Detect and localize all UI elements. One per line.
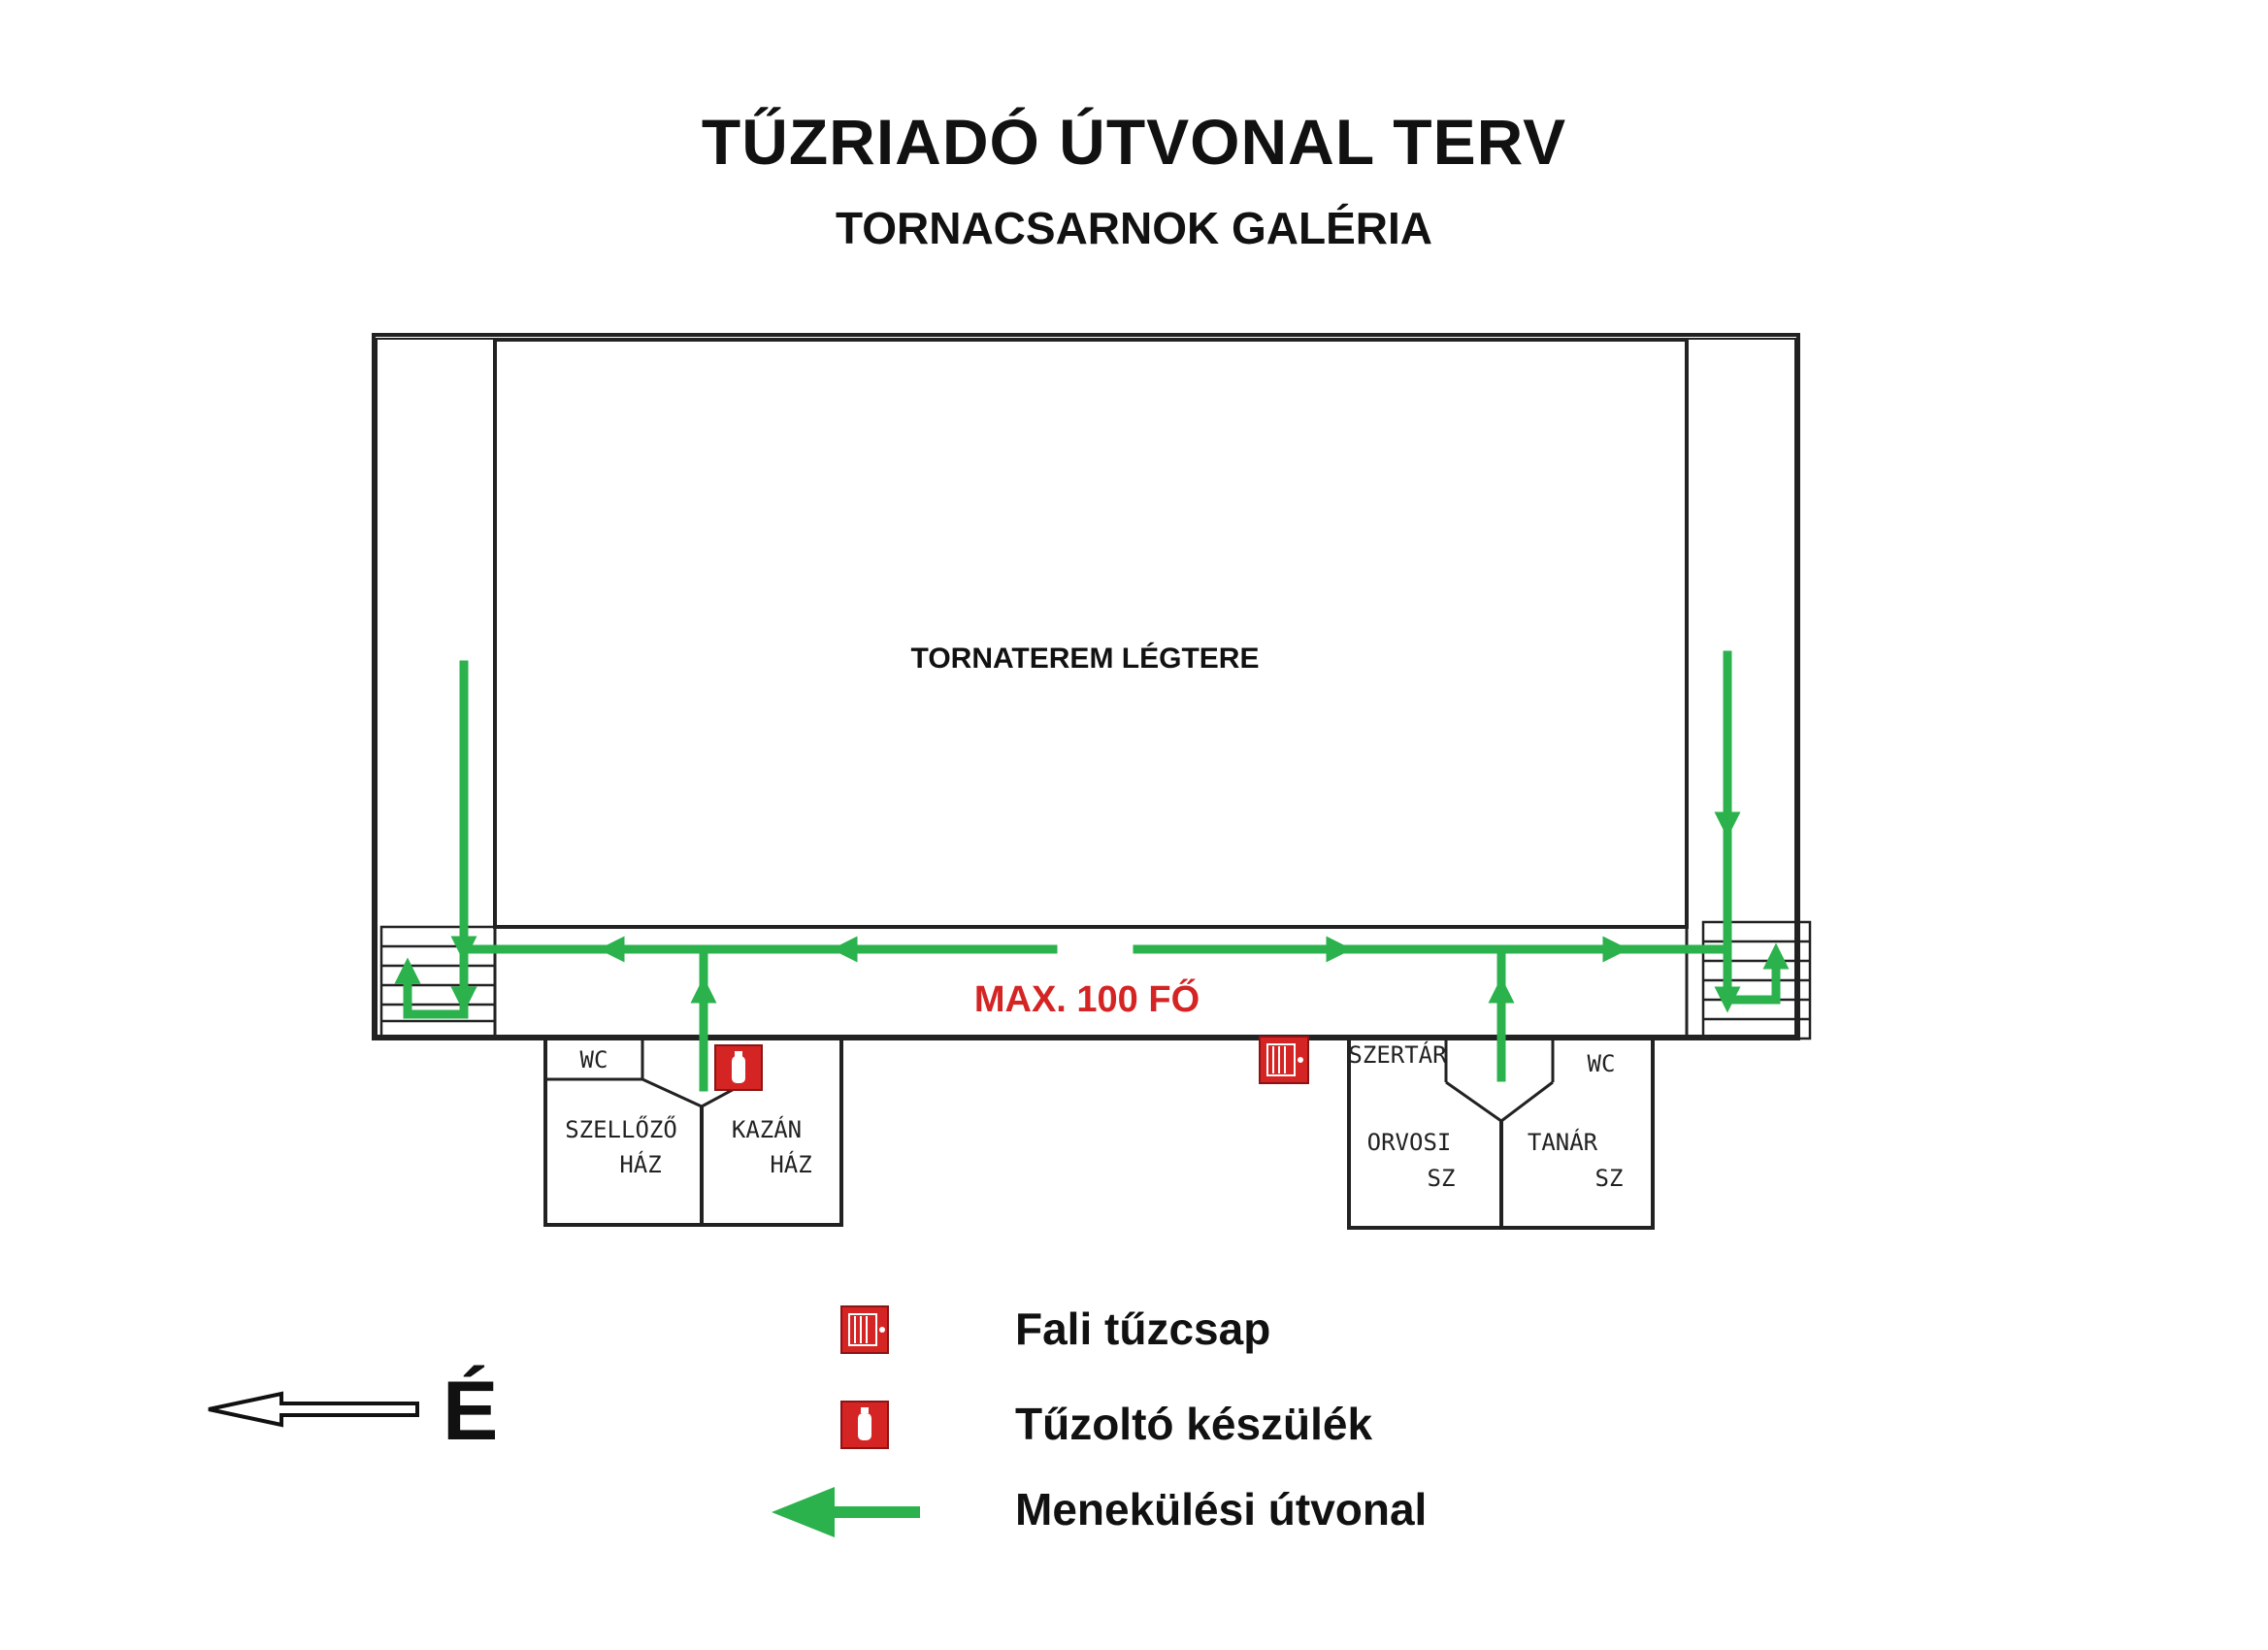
page-title: TŰZRIADÓ ÚTVONAL TERV: [701, 106, 1567, 178]
room-right-d-line1: TANÁR: [1528, 1128, 1598, 1156]
hall-area: [493, 338, 1689, 929]
escape-routes: [394, 650, 1790, 1092]
legend-extinguisher-icon: [840, 1401, 889, 1449]
fire-extinguisher-icon: [714, 1044, 763, 1091]
fire-hydrant-icon: [1259, 1036, 1309, 1084]
room-left-a-line1: SZELLŐZŐ: [565, 1114, 677, 1143]
hall-label: TORNATEREM LÉGTERE: [911, 642, 1260, 675]
room-left-a-line2: HÁZ: [619, 1150, 661, 1178]
room-right-small: SZERTÁR: [1348, 1040, 1447, 1069]
page-subtitle: TORNACSARNOK GALÉRIA: [835, 203, 1433, 253]
north-label: É: [443, 1365, 499, 1458]
building-outline: [372, 333, 1800, 1040]
capacity-label: MAX. 100 FŐ: [974, 977, 1200, 1020]
room-right-c-line2: SZ: [1428, 1165, 1456, 1192]
room-right-d-line2: SZ: [1595, 1165, 1624, 1192]
legend-route-icon: [772, 1487, 920, 1537]
staircase-right: [1701, 920, 1812, 1040]
north-arrow-icon: [208, 1391, 419, 1428]
legend-extinguisher-label: Tűzoltó készülék: [1015, 1399, 1373, 1449]
legend-hydrant-icon: [840, 1305, 889, 1354]
room-left-wc: WC: [580, 1046, 608, 1073]
room-right-wc: WC: [1588, 1050, 1616, 1077]
room-left-b-line1: KAZÁN: [732, 1115, 802, 1143]
staircase-left: [379, 925, 497, 1040]
room-right-c-line1: ORVOSI: [1367, 1129, 1452, 1156]
legend-route-label: Menekülési útvonal: [1015, 1484, 1428, 1534]
room-left-b-line2: HÁZ: [770, 1150, 811, 1178]
legend-hydrant-label: Fali tűzcsap: [1015, 1304, 1271, 1354]
